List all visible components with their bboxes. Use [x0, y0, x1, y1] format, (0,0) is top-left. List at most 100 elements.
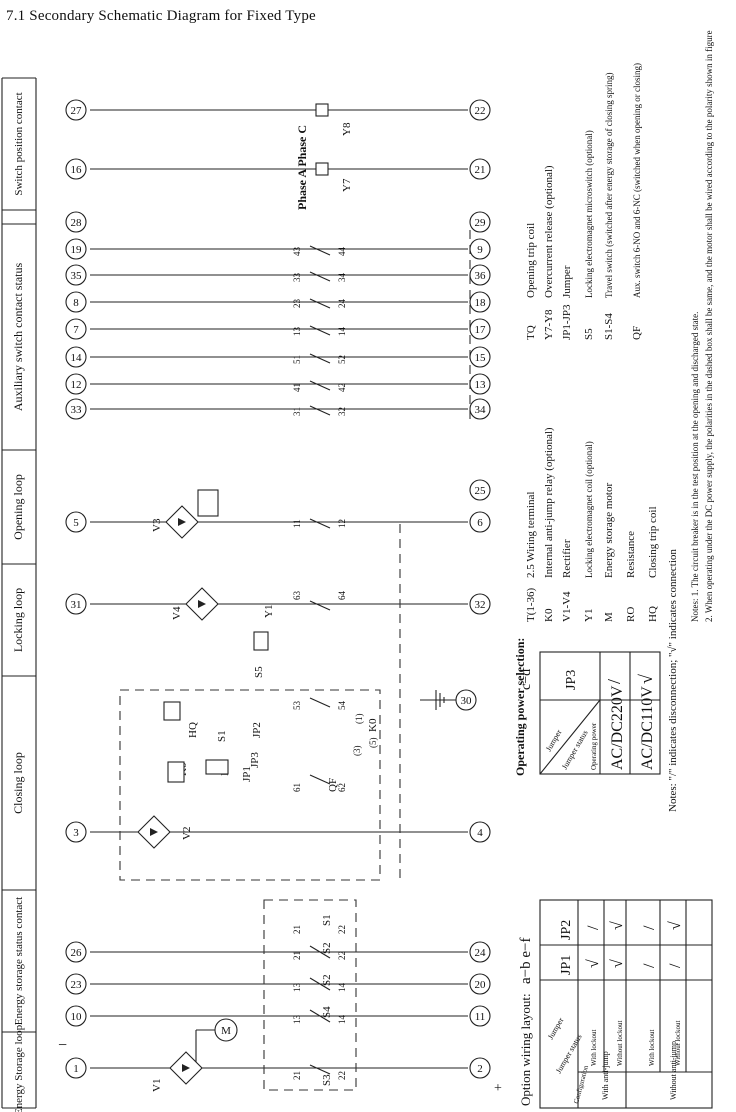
svg-text:K0: K0 [543, 608, 555, 622]
svg-text:V1-V4: V1-V4 [561, 591, 573, 622]
terminal-32: 32 [475, 599, 486, 611]
svg-text:(3): (3) [352, 746, 362, 757]
component-labels: S4 S2 S2 S1 S3 S1 S5 QF V1 V2 V3 V4 HQ K… [151, 122, 379, 1092]
svg-text:JP1: JP1 [241, 766, 253, 782]
svg-text:Y8: Y8 [341, 122, 353, 136]
terminal-13: 13 [475, 379, 487, 391]
svg-text:12: 12 [337, 519, 347, 528]
svg-text:AC/DC220V: AC/DC220V [609, 685, 626, 770]
svg-text:Y1: Y1 [583, 609, 595, 622]
terminal-9: 9 [477, 244, 483, 256]
terminal-34: 34 [475, 404, 487, 416]
svg-text:Jumper: Jumper [561, 265, 573, 298]
svg-text:52: 52 [337, 355, 347, 364]
svg-text:Jumper status: Jumper status [554, 1033, 584, 1075]
terminal-33: 33 [71, 404, 83, 416]
svg-text:/: / [667, 963, 684, 968]
svg-text:Locking electromagnet coil (op: Locking electromagnet coil (optional) [584, 441, 594, 578]
svg-text:23: 23 [292, 299, 302, 309]
legend: T(1-36) 2.5 Wiring terminal K0 Internal … [525, 63, 659, 622]
rectifier-v1 [169, 1051, 203, 1085]
terminal-29: 29 [475, 217, 487, 229]
svg-text:c−d: c−d [519, 669, 534, 690]
svg-text:31: 31 [292, 407, 302, 416]
terminal-30: 30 [461, 695, 473, 707]
coils [163, 103, 329, 783]
header-locking-loop: Locking loop [11, 588, 25, 652]
svg-text:2.5 Wiring terminal: 2.5 Wiring terminal [525, 492, 537, 578]
svg-text:63: 63 [292, 591, 302, 601]
svg-text:Resistance: Resistance [625, 531, 637, 578]
svg-text:JP1: JP1 [559, 955, 574, 975]
svg-text:Jumper status: Jumper status [560, 729, 590, 771]
terminal-10: 10 [71, 1011, 83, 1023]
svg-text:14: 14 [337, 983, 347, 993]
svg-text:Y7-Y8: Y7-Y8 [543, 309, 555, 340]
svg-text:54: 54 [337, 701, 347, 711]
terminal-1: 1 [73, 1063, 79, 1075]
svg-text:62: 62 [337, 783, 347, 792]
svg-text:S1: S1 [216, 730, 228, 742]
svg-text:Option wiring layout:: Option wiring layout: [518, 993, 533, 1106]
svg-text:Energy storage motor: Energy storage motor [603, 483, 615, 578]
svg-text:13: 13 [292, 1015, 302, 1025]
svg-text:Y1: Y1 [263, 605, 275, 618]
terminal-23: 23 [71, 979, 83, 991]
svg-text:22: 22 [337, 1071, 347, 1080]
svg-text:S5: S5 [253, 666, 265, 678]
svg-text:M: M [221, 1025, 231, 1037]
svg-text:√: √ [636, 674, 656, 684]
terminal-12: 12 [71, 379, 82, 391]
svg-text:HQ: HQ [187, 722, 199, 738]
svg-text:43: 43 [292, 247, 302, 257]
svg-text:61: 61 [292, 783, 302, 792]
svg-text:S2: S2 [321, 974, 333, 986]
svg-text:JP2: JP2 [251, 722, 263, 738]
svg-text:(5): (5) [368, 738, 378, 749]
terminal-8: 8 [73, 297, 79, 309]
terminal-2: 2 [477, 1063, 483, 1075]
terminal-17: 17 [475, 324, 487, 336]
svg-text:S2: S2 [321, 942, 333, 954]
svg-text:Internal anti-jump relay (opti: Internal anti-jump relay (optional) [543, 427, 555, 578]
svg-text:S4: S4 [321, 1006, 333, 1018]
terminal-27: 27 [71, 105, 83, 117]
terminal-21: 21 [475, 164, 486, 176]
terminal-16: 16 [71, 164, 83, 176]
svg-text:Jumper: Jumper [546, 1016, 566, 1041]
svg-text:Operating power selection:: Operating power selection: [513, 638, 527, 776]
circuit-lines [90, 109, 468, 1069]
terminal-24: 24 [475, 947, 487, 959]
svg-text:Overcurrent release (optional): Overcurrent release (optional) [543, 165, 555, 298]
terminal-22: 22 [475, 105, 486, 117]
rectifier-v2 [137, 815, 171, 849]
contact-labels: 21 22 13 14 13 14 21 22 21 22 53 54 61 6… [292, 247, 378, 1081]
dashed-regions [119, 230, 471, 1091]
operating-power-table: Operating power selection: c−d JP3 Jumpe… [513, 549, 679, 812]
svg-text:T(1-36): T(1-36) [525, 587, 537, 622]
terminal-26: 26 [71, 947, 83, 959]
svg-text:Without anti-jump: Without anti-jump [669, 1041, 678, 1100]
header-energy-storage-loop: Energy Storage loop [13, 1024, 25, 1112]
svg-text:JP3: JP3 [564, 670, 579, 690]
svg-text:JP2: JP2 [559, 920, 574, 940]
svg-text:Notes: 1. The circuit breaker: Notes: 1. The circuit breaker is in the … [690, 312, 700, 622]
terminal-6: 6 [477, 517, 483, 529]
terminal-4: 4 [477, 827, 483, 839]
svg-text:AC/DC110V: AC/DC110V [639, 686, 656, 770]
svg-text:V2: V2 [181, 827, 193, 840]
svg-text:QF: QF [631, 326, 643, 340]
pos-sign: + [494, 1081, 502, 1096]
terminal-36: 36 [475, 270, 487, 282]
svg-text:22: 22 [337, 951, 347, 960]
svg-text:S5: S5 [583, 328, 595, 340]
svg-text:/: / [604, 679, 624, 684]
svg-text:S1-S4: S1-S4 [603, 313, 615, 340]
header-auxiliary-switch: Auxiliary switch contact status [11, 263, 25, 412]
header-switch-position: Switch position contact [13, 92, 25, 195]
svg-text:21: 21 [292, 925, 302, 934]
terminal-19: 19 [71, 244, 83, 256]
energy-storage-motor: M [195, 1018, 238, 1068]
header-closing-loop: Closing loop [11, 752, 25, 814]
section-header-column: Energy Storage loop Energy storage statu… [1, 77, 37, 1112]
